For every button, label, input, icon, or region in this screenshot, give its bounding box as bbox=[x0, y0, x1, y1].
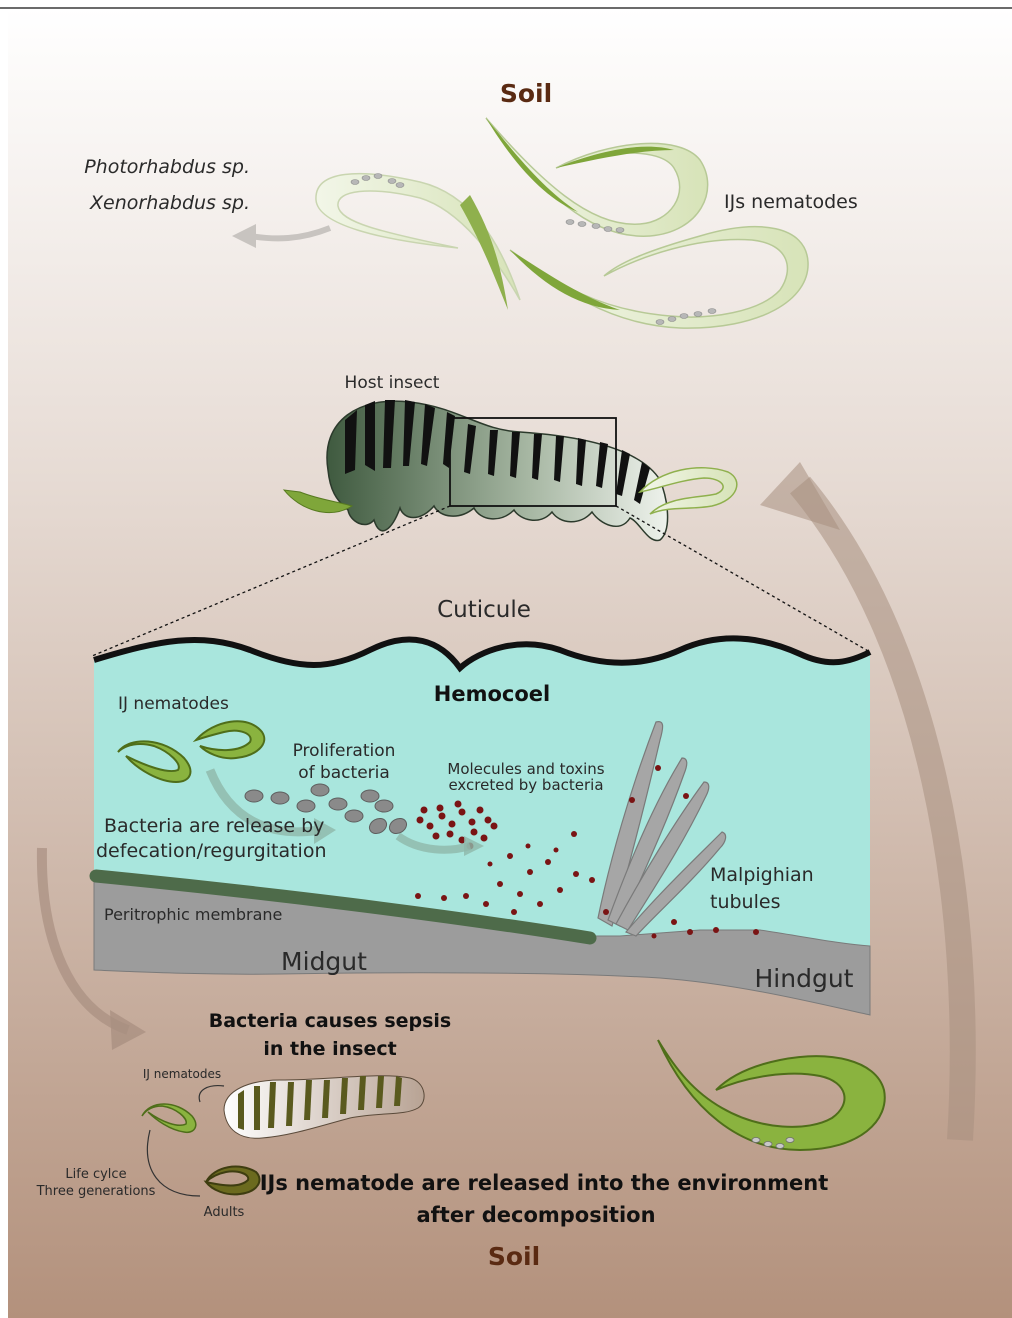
hindgut-label: Hindgut bbox=[755, 964, 854, 993]
soil-top-label: Soil bbox=[500, 79, 552, 108]
bacteria-name-1: Photorhabdus sp. bbox=[84, 156, 250, 178]
proliferation-label-2: of bacteria bbox=[298, 763, 390, 783]
adults-label: Adults bbox=[204, 1205, 245, 1220]
released-label-1: IJs nematode are released into the envir… bbox=[260, 1171, 829, 1195]
sepsis-label-1: Bacteria causes sepsis bbox=[209, 1010, 452, 1032]
ij-nematodes-label: IJ nematodes bbox=[118, 694, 229, 714]
ijs-nematodes-label: IJs nematodes bbox=[724, 191, 858, 213]
life-cycle-label-2: Three generations bbox=[36, 1184, 156, 1199]
soil-bottom-label: Soil bbox=[488, 1242, 540, 1271]
malpighian-label-1: Malpighian bbox=[710, 864, 814, 886]
sepsis-label-2: in the insect bbox=[263, 1038, 396, 1060]
bacteria-name-2: Xenorhabdus sp. bbox=[89, 192, 250, 214]
released-label-2: after decomposition bbox=[416, 1203, 655, 1227]
ij-nematodes-small-label: IJ nematodes bbox=[143, 1067, 221, 1081]
release-label-2: defecation/regurgitation bbox=[96, 840, 327, 862]
host-insect-label: Host insect bbox=[345, 373, 440, 393]
cuticule-label: Cuticule bbox=[437, 597, 531, 623]
hemocoel-label: Hemocoel bbox=[434, 682, 550, 706]
life-cycle-label-1: Life cylce bbox=[65, 1167, 126, 1182]
malpighian-label-2: tubules bbox=[710, 891, 780, 913]
proliferation-label-1: Proliferation bbox=[293, 741, 396, 761]
molecules-label-2: excreted by bacteria bbox=[448, 776, 603, 794]
midgut-label: Midgut bbox=[281, 947, 367, 976]
release-label-1: Bacteria are release by bbox=[104, 815, 324, 837]
peritrophic-label: Peritrophic membrane bbox=[104, 905, 282, 924]
